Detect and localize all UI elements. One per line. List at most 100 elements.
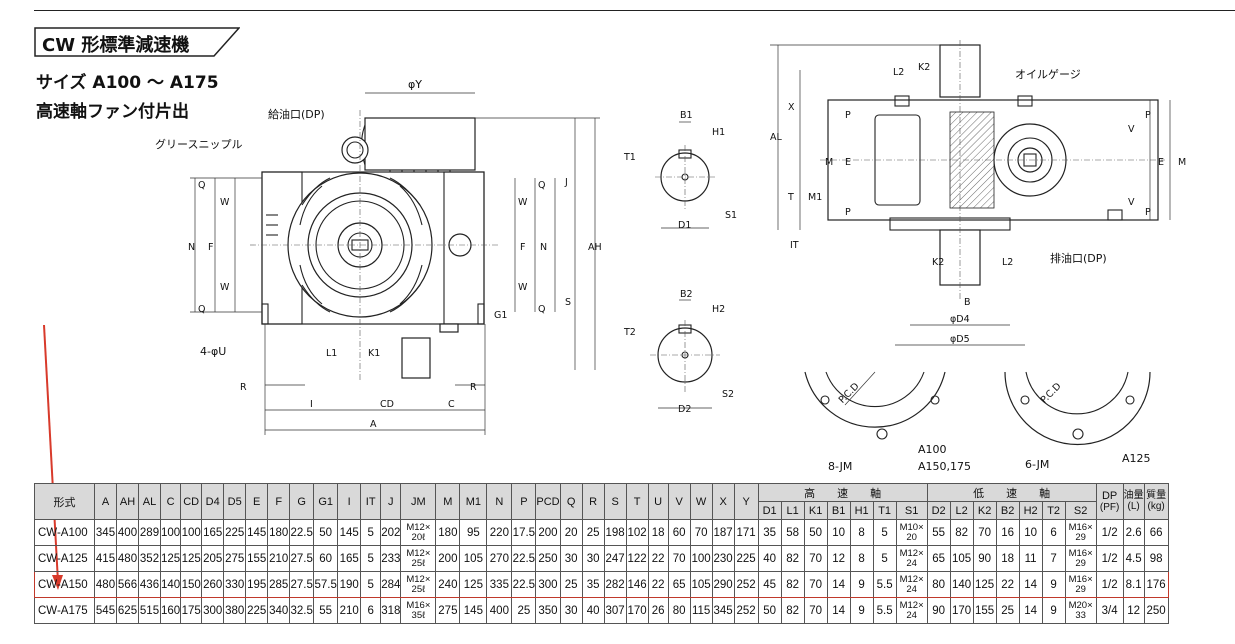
label-Q-left-top: Q [198, 180, 205, 191]
model-cell: CW-A125 [34, 545, 95, 572]
table-cell: 14 [1018, 571, 1043, 598]
table-cell: 145 [337, 519, 362, 546]
label-K1: K1 [368, 348, 380, 359]
col-head-b2: B2 [995, 501, 1020, 520]
col-head-h2: H2 [1018, 501, 1043, 520]
col-head-oil-unit: (L) [1127, 501, 1140, 512]
table-cell: 90 [972, 545, 997, 572]
col-head-cd: CD [180, 483, 203, 520]
label-T: T [787, 192, 794, 203]
table-cell: 275 [223, 545, 247, 572]
table-cell: 247 [603, 545, 627, 572]
table-cell: 415 [94, 545, 117, 572]
col-head-x: X [711, 483, 735, 520]
flange-left [804, 371, 946, 440]
table-cell: 102 [625, 519, 649, 546]
table-cell: M20× 33 [1064, 597, 1097, 624]
col-head-e: E [245, 483, 269, 520]
table-cell: 233 [380, 545, 402, 572]
col-head-s1: S1 [895, 501, 928, 520]
label-S2: S2 [722, 389, 734, 400]
table-cell: 210 [267, 545, 291, 572]
table-cell: 275 [435, 597, 461, 624]
table-cell: 225 [245, 597, 269, 624]
table-cell: 515 [138, 597, 161, 624]
label-B2: B2 [680, 289, 693, 300]
label-A: A [370, 419, 377, 430]
col-head-al: AL [138, 483, 161, 520]
table-cell: 10 [826, 519, 851, 546]
table-cell: 100 [180, 519, 203, 546]
shaft-section-low [650, 299, 720, 409]
oil-cell: 4.5 [1122, 545, 1145, 572]
table-cell: 187 [711, 519, 735, 546]
table-cell: 284 [380, 571, 402, 598]
table-cell: 225 [223, 519, 247, 546]
table-cell: 252 [733, 571, 759, 598]
label-M-right: M [1178, 157, 1186, 168]
table-cell: 125 [180, 545, 203, 572]
size-range: サイズ A100 ～ A175 [36, 73, 219, 93]
table-cell: 480 [116, 545, 139, 572]
table-cell: 210 [337, 597, 362, 624]
table-cell: 17.5 [511, 519, 537, 546]
dp-cell: 1/2 [1095, 519, 1124, 546]
title-tab [34, 27, 240, 57]
label-W-right-bottom: W [518, 282, 528, 293]
table-cell: 220 [486, 519, 513, 546]
col-head-f: F [267, 483, 291, 520]
table-cell: 318 [380, 597, 402, 624]
table-cell: 290 [711, 571, 735, 598]
col-head-dp: DP(PF) [1095, 483, 1124, 520]
table-cell: 380 [223, 597, 247, 624]
table-cell: 252 [733, 597, 759, 624]
front-view [190, 92, 600, 435]
table-cell: 30 [559, 597, 583, 624]
label-AH: AH [588, 242, 602, 253]
dp-cell: 3/4 [1095, 597, 1124, 624]
label-S1: S1 [725, 210, 737, 221]
table-cell: 125 [459, 571, 488, 598]
table-cell: 70 [803, 597, 828, 624]
table-cell: 82 [949, 519, 974, 546]
table-cell: 340 [267, 597, 291, 624]
label-Q-right-bottom: Q [538, 304, 545, 315]
col-head-pcd: PCD [535, 483, 561, 520]
label-P-right-top: P [1145, 110, 1151, 121]
table-cell: 225 [733, 545, 759, 572]
label-CD: CD [380, 399, 394, 410]
col-head-s: S [603, 483, 627, 520]
col-head-r: R [581, 483, 605, 520]
table-cell: 200 [535, 519, 561, 546]
label-P-right-bottom: P [1145, 207, 1151, 218]
label-flange-a150-175: A150,175 [918, 460, 971, 473]
col-head-l2: L2 [949, 501, 974, 520]
label-V-bottom: V [1128, 197, 1135, 208]
table-cell: 22 [647, 545, 669, 572]
table-cell: M10× 20 [895, 519, 928, 546]
table-cell: 285 [267, 571, 291, 598]
table-cell: 65 [926, 545, 951, 572]
label-oil-inlet: 給油口(DP) [268, 107, 325, 121]
col-head-l1: L1 [780, 501, 805, 520]
table-cell: 240 [435, 571, 461, 598]
flange-right [1004, 371, 1151, 446]
table-cell: 335 [486, 571, 513, 598]
label-phiY: φY [408, 78, 422, 91]
col-head-v: V [667, 483, 691, 520]
label-J: J [564, 177, 568, 188]
label-grease-nipple: グリースニップル [155, 137, 242, 151]
table-cell: 6 [1041, 519, 1066, 546]
col-head-q: Q [559, 483, 583, 520]
table-cell: 22.5 [511, 571, 537, 598]
col-head-p: P [511, 483, 537, 520]
label-D2: D2 [678, 404, 691, 415]
table-cell: 95 [459, 519, 488, 546]
shaft-section-high [655, 121, 715, 229]
table-cell: 35 [757, 519, 782, 546]
table-cell: 55 [313, 597, 339, 624]
table-cell: 10 [1018, 519, 1043, 546]
table-cell: 100 [689, 545, 713, 572]
table-cell: 90 [926, 597, 951, 624]
label-W-right-top: W [518, 197, 528, 208]
